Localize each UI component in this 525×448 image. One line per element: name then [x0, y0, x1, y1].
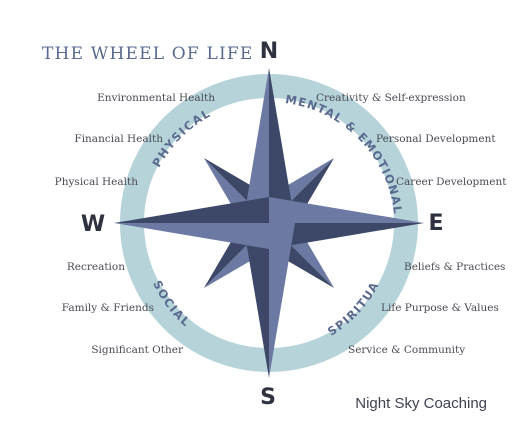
label-significant-other: Significant Other	[91, 344, 183, 356]
main-point-3-b	[114, 197, 269, 223]
main-point-2-b	[243, 223, 269, 378]
compass-north: N	[260, 39, 278, 64]
label-personal-development: Personal Development	[376, 133, 496, 145]
compass-east: E	[428, 211, 443, 236]
label-beliefs-practices: Beliefs & Practices	[404, 261, 506, 273]
label-financial-health: Financial Health	[74, 133, 163, 145]
main-point-1-a	[269, 197, 424, 223]
label-service-community: Service & Community	[348, 344, 466, 356]
label-environmental-health: Environmental Health	[97, 92, 215, 104]
label-life-purpose: Life Purpose & Values	[381, 302, 499, 314]
label-creativity: Creativity & Self-expression	[316, 92, 466, 104]
main-point-0-b	[269, 68, 295, 223]
brand-name: Night Sky Coaching	[355, 395, 487, 412]
compass-south: S	[260, 385, 276, 410]
page-title: THE WHEEL OF LIFE	[42, 44, 254, 64]
main-point-2-a	[269, 223, 295, 378]
compass-star	[114, 68, 424, 378]
main-point-0-a	[243, 68, 269, 223]
main-point-3-a	[114, 223, 269, 249]
main-point-1-b	[269, 223, 424, 249]
label-recreation: Recreation	[66, 261, 125, 273]
compass-west: W	[81, 212, 105, 237]
label-family-friends: Family & Friends	[61, 302, 154, 314]
label-physical-health: Physical Health	[54, 176, 138, 188]
label-career-development: Career Development	[396, 176, 507, 188]
